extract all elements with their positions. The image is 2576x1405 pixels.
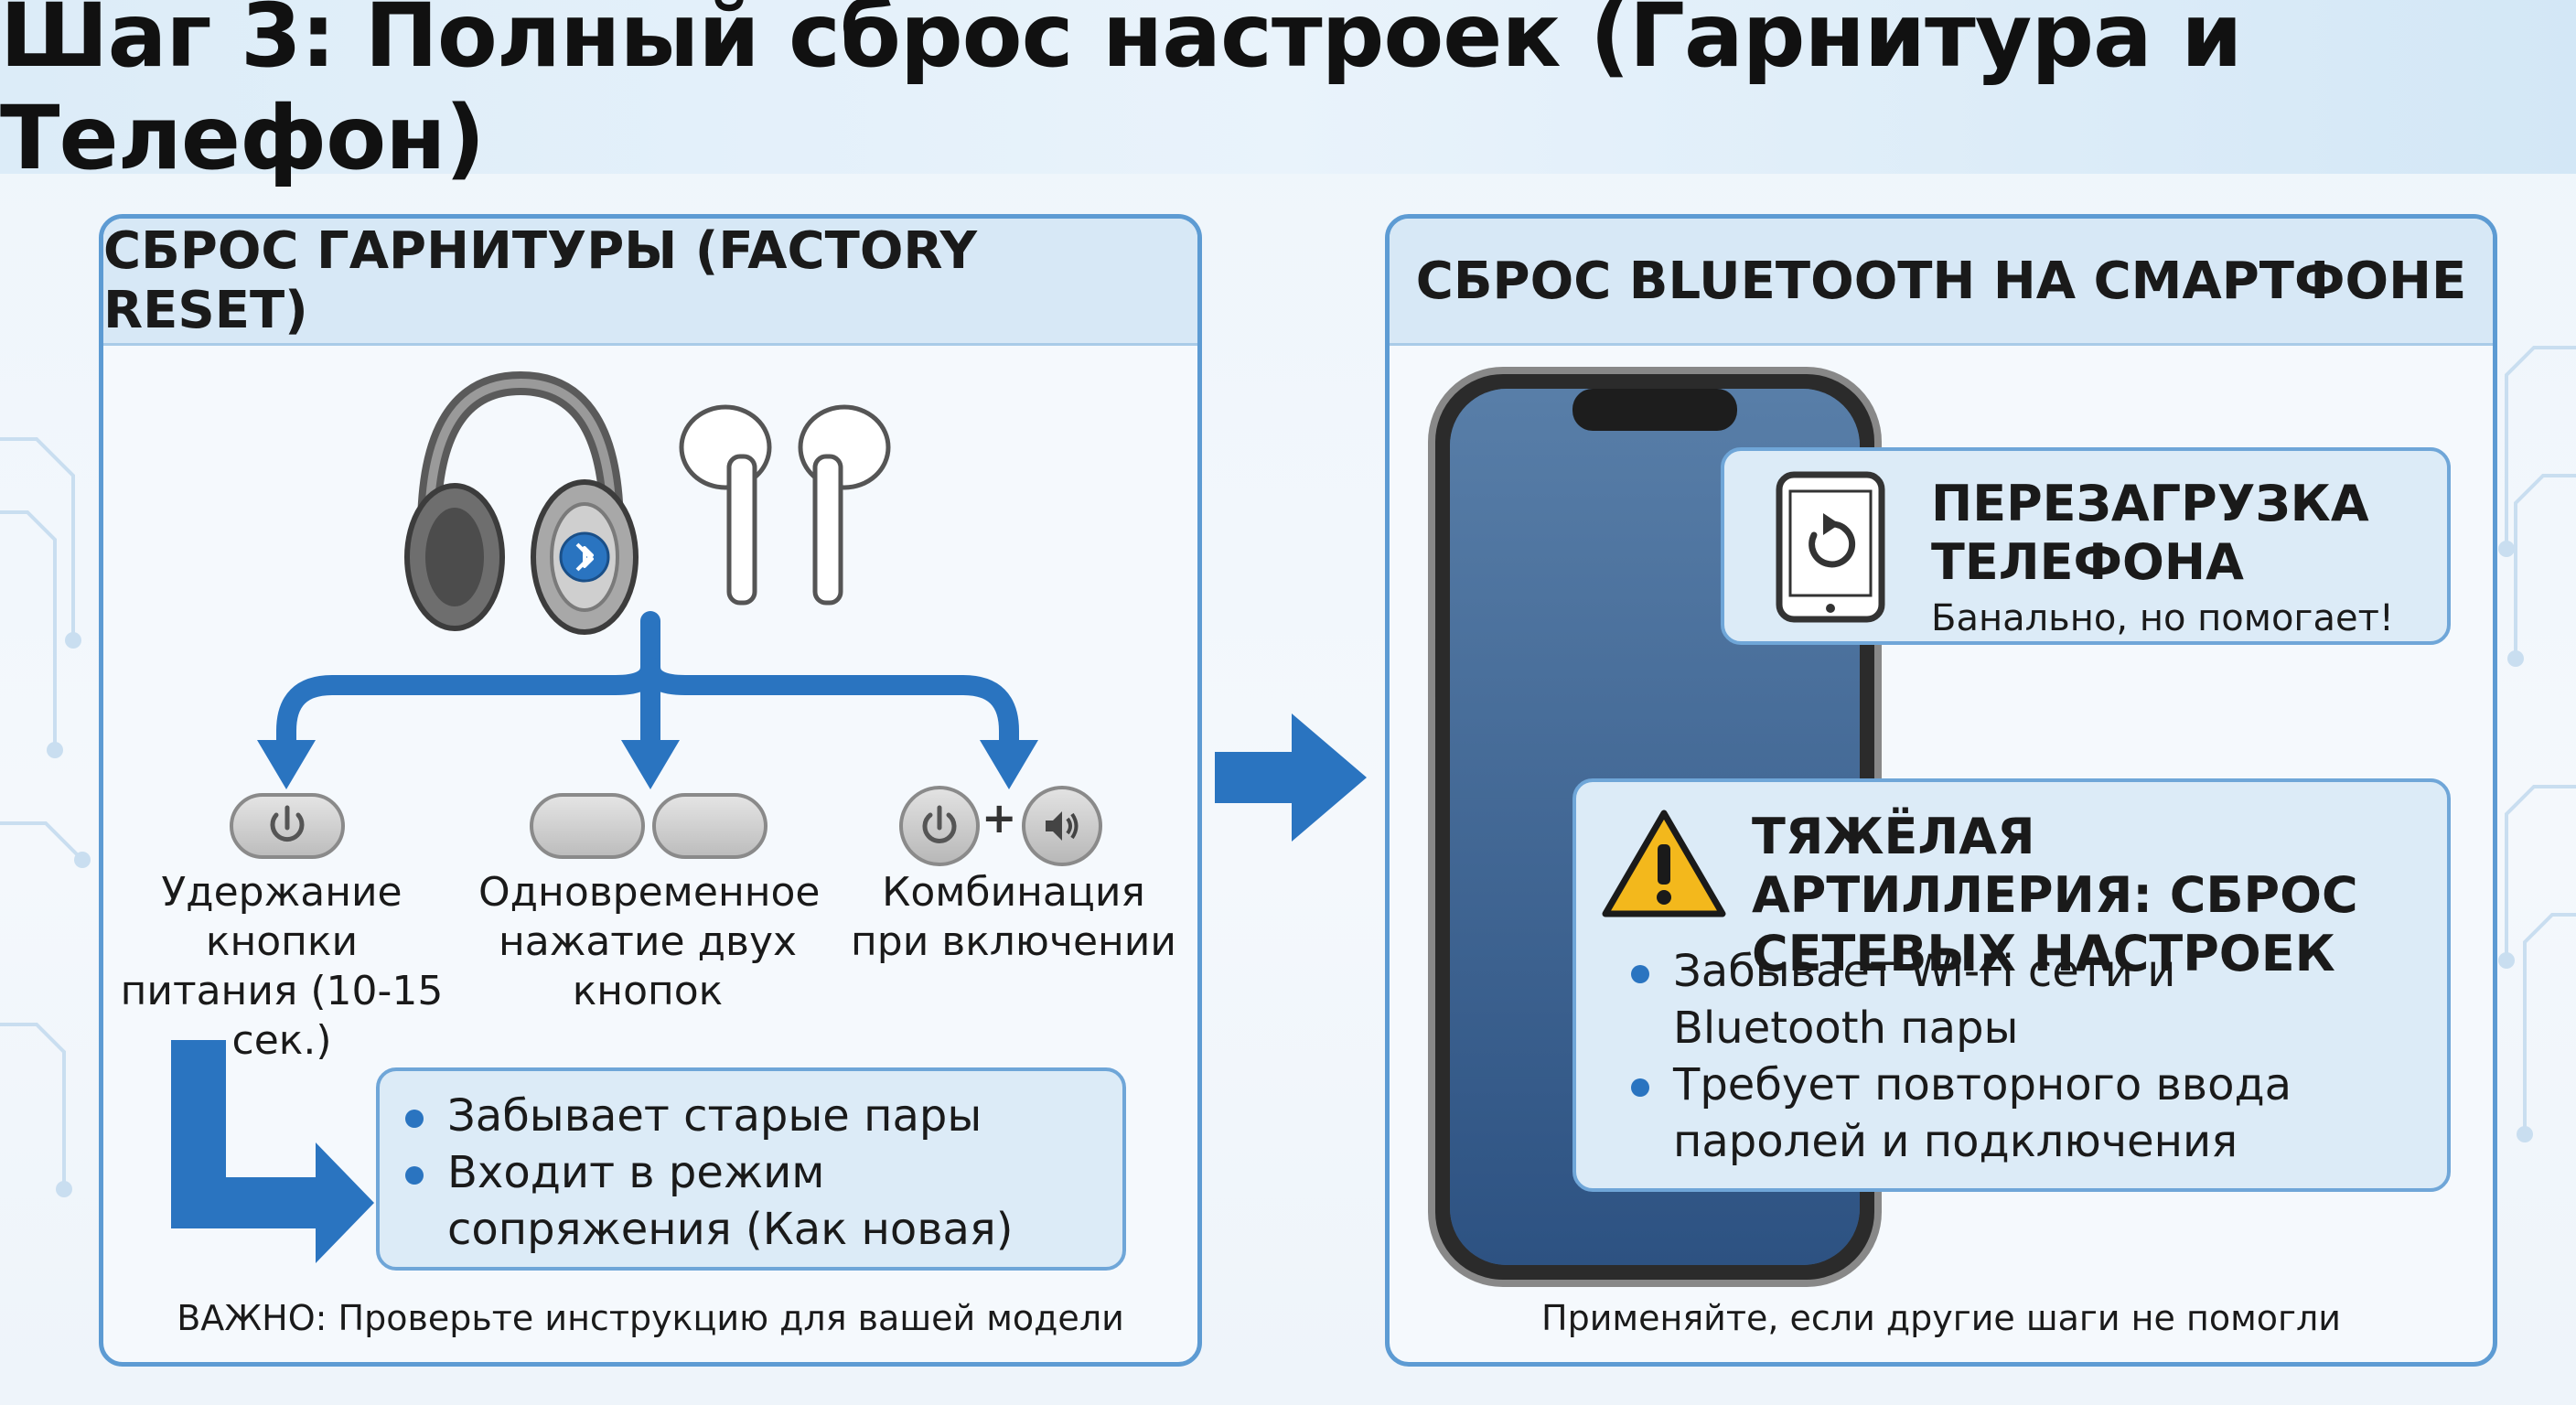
headset-reset-header: СБРОС ГАРНИТУРЫ (FACTORY RESET) (103, 219, 1197, 346)
earbuds-icon (679, 404, 891, 606)
network-reset-title: ТЯЖЁЛАЯ АРТИЛЛЕРИЯ: СБРОС СЕТЕВЫХ НАСТРО… (1752, 808, 2358, 982)
restart-icon (1776, 471, 1885, 623)
phone-reset-header: СБРОС BLUETOOTH НА СМАРТФОНЕ (1390, 219, 2493, 346)
volume-round-button (1022, 786, 1102, 866)
branch-arrows (171, 611, 1038, 1263)
restart-subtitle: Банально, но помогает! (1931, 597, 2394, 639)
phone-reset-panel: СБРОС BLUETOOTH НА СМАРТФОНЕ ПЕРЕЗАГРУЗК… (1385, 214, 2497, 1367)
headset-reset-panel: СБРОС ГАРНИТУРЫ (FACTORY RESET) (99, 214, 1202, 1367)
method-hold-power: Удержание кнопки питания (10-15 сек.) (120, 869, 444, 1064)
page-title: Шаг 3: Полный сброс настроек (Гарнитура … (0, 0, 2243, 189)
button-pill-left (530, 793, 645, 859)
network-reset-item: Требует повторного ввода паролей и подкл… (1631, 1056, 2399, 1170)
method-combination: Комбинация при включении (851, 869, 1176, 965)
headset-result-box: Забывает старые пары Входит в режим сопр… (376, 1067, 1126, 1271)
button-pill-right (652, 793, 767, 859)
power-round-button (899, 786, 980, 866)
headphones-icon (404, 370, 639, 635)
volume-icon (1046, 811, 1079, 841)
restart-card: ПЕРЕЗАГРУЗКА ТЕЛЕФОНА Банально, но помог… (1721, 447, 2451, 645)
warning-icon (1602, 810, 1726, 917)
result-item: Забывает старые пары (405, 1088, 1097, 1144)
plus-sign: + (982, 793, 1017, 842)
arrow-right-icon (1215, 713, 1367, 842)
method-two-buttons: Одновременное нажатие двух кнопок (478, 869, 821, 1014)
power-icon (270, 805, 305, 842)
result-item: Входит в режим сопряжения (Как новая) (405, 1144, 1097, 1258)
headset-note: ВАЖНО: Проверьте инструкцию для вашей мо… (177, 1298, 1124, 1338)
title-bar: Шаг 3: Полный сброс настроек (Гарнитура … (0, 0, 2576, 189)
phone-note: Применяйте, если другие шаги не помогли (1541, 1298, 2341, 1338)
restart-title: ПЕРЕЗАГРУЗКА ТЕЛЕФОНА (1931, 475, 2369, 591)
network-reset-card: ТЯЖЁЛАЯ АРТИЛЛЕРИЯ: СБРОС СЕТЕВЫХ НАСТРО… (1572, 778, 2451, 1192)
power-button-pill (230, 793, 345, 859)
power-icon (922, 805, 957, 843)
network-reset-item: Забывает Wi-Fi сети и Bluetooth пары (1631, 943, 2399, 1056)
